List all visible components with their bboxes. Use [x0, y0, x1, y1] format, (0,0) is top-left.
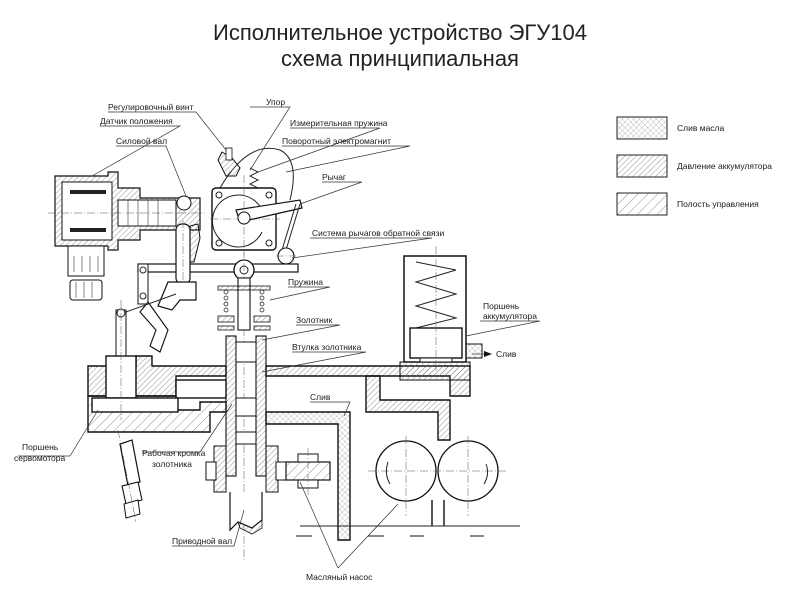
label-stop: Упор	[266, 97, 285, 107]
labels: Регулировочный винт Упор Датчик положени…	[14, 97, 537, 582]
feedback-lever-system	[115, 220, 299, 359]
diagram-title-line-1: Исполнительное устройство ЭГУ104	[213, 20, 587, 45]
diagram-title-line-2: схема принципиальная	[281, 46, 519, 71]
label-rotary-electromagnet: Поворотный электромагнит	[282, 136, 391, 146]
label-drive-shaft: Приводной вал	[172, 536, 232, 546]
label-position-sensor: Датчик положения	[100, 116, 173, 126]
legend-label: Полость управления	[677, 199, 759, 209]
label-servomotor-piston-line-1: Поршень	[22, 442, 59, 452]
label-servomotor-piston-line-2: сервомотора	[14, 453, 65, 463]
legend-item-oil-drain: Слив масла	[616, 116, 725, 140]
leader-lines	[18, 106, 541, 569]
legend-label: Давление аккумулятора	[677, 161, 772, 171]
legend-item-accumulator-pressure: Давление аккумулятора	[616, 154, 772, 178]
label-spool-working-edge-line-1: Рабочая кромка	[142, 448, 206, 458]
label-spool: Золотник	[296, 315, 333, 325]
label-lever: Рычаг	[322, 172, 346, 182]
label-power-shaft: Силовой вал	[116, 136, 167, 146]
legend-label: Слив масла	[677, 123, 725, 133]
label-spring: Пружина	[288, 277, 323, 287]
label-oil-pump: Масляный насос	[306, 572, 373, 582]
label-feedback-lever-system: Система рычагов обратной связи	[312, 228, 445, 238]
label-accumulator-piston-line-1: Поршень	[483, 301, 520, 311]
legend-item-control-cavity: Полость управления	[616, 192, 759, 216]
spool-assembly	[205, 250, 287, 560]
rotary-electromagnet	[210, 147, 303, 265]
legend-swatch-crosshatch	[616, 116, 668, 140]
legend-swatch-dense-hatch	[616, 154, 668, 178]
label-drain-center: Слив	[310, 392, 331, 402]
drive-gear	[285, 448, 331, 496]
label-spool-working-edge-line-2: золотника	[152, 459, 192, 469]
label-adjusting-screw: Регулировочный винт	[108, 102, 194, 112]
oil-pump	[296, 436, 520, 537]
label-accumulator-piston-line-2: аккумулятора	[483, 311, 537, 321]
servomotor-output-rod	[117, 429, 143, 523]
position-sensor	[48, 171, 205, 301]
accumulator	[399, 246, 471, 381]
label-measuring-spring: Измерительная пружина	[290, 118, 388, 128]
drain-arrow-icon	[484, 351, 492, 357]
label-spool-sleeve: Втулка золотника	[292, 342, 362, 352]
label-drain-right: Слив	[496, 349, 517, 359]
rotation-arrow-right-icon	[483, 463, 489, 485]
rotation-arrow-left-icon	[385, 461, 391, 485]
legend-swatch-sparse-hatch	[616, 192, 668, 216]
legend: Слив масла Давление аккумулятора Полость…	[616, 116, 772, 216]
